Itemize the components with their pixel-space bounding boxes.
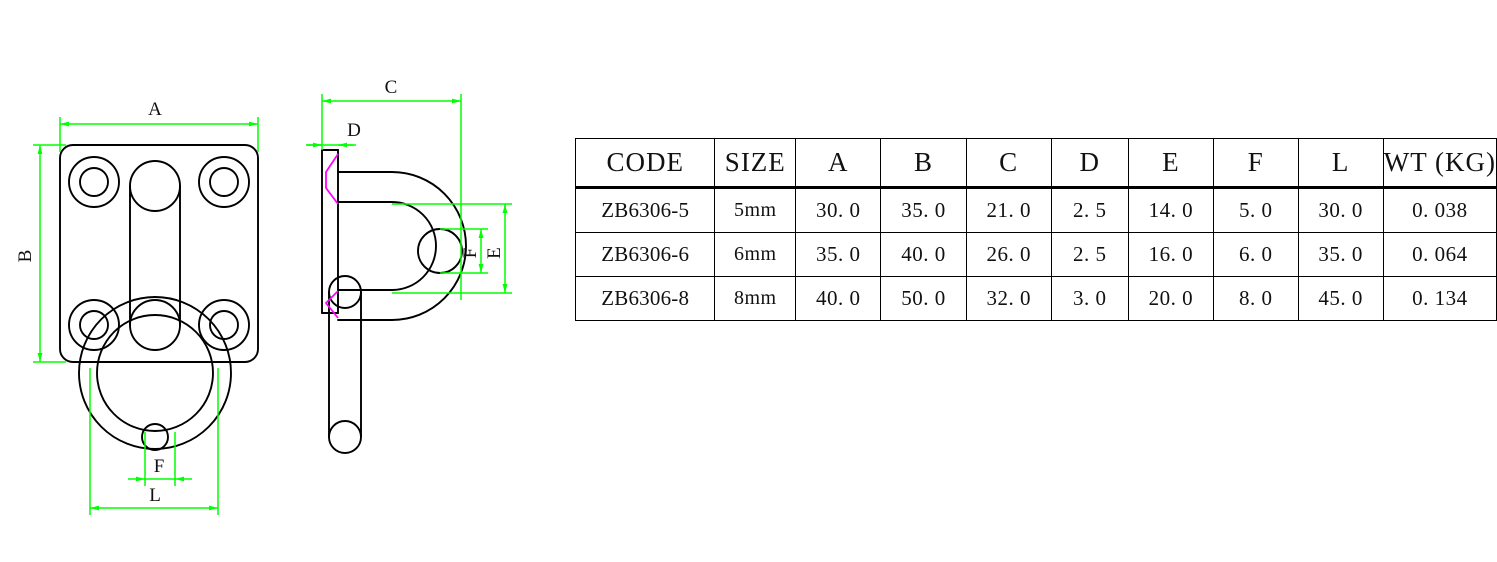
ring-outline — [78, 296, 232, 450]
dimension-label-F-front: F — [154, 456, 165, 477]
plate-outline — [59, 144, 259, 363]
cell-code: ZB6306-8 — [574, 276, 716, 321]
dimension-label-D: D — [347, 120, 361, 141]
dimension-A — [59, 117, 259, 152]
cell-code: ZB6306-6 — [574, 232, 716, 277]
weld-symbols — [325, 153, 339, 319]
column-header-d: D — [1050, 138, 1129, 189]
dimension-label-C: C — [385, 77, 398, 98]
cell-size: 6mm — [714, 232, 797, 277]
dimension-C — [321, 94, 462, 300]
specification-table-container: CODE SIZE A B C D E F L WT (KG) ZB6306-5… — [574, 138, 1497, 321]
ring-section-circle — [417, 228, 463, 274]
dimension-labels: A B F L C D E F — [15, 77, 505, 506]
column-header-size: SIZE — [714, 138, 797, 189]
cell-l: 35. 0 — [1297, 232, 1384, 277]
cell-a: 30. 0 — [795, 187, 882, 233]
cell-b: 40. 0 — [880, 232, 967, 277]
cell-c: 26. 0 — [965, 232, 1052, 277]
cell-d: 2. 5 — [1050, 187, 1129, 233]
cell-a: 40. 0 — [795, 276, 882, 321]
dimension-label-B: B — [15, 250, 36, 263]
dimension-lines — [33, 94, 512, 515]
cell-d: 2. 5 — [1050, 232, 1129, 277]
plate-edge — [321, 149, 339, 314]
dimension-label-L: L — [149, 485, 161, 506]
dimension-label-A: A — [148, 99, 162, 120]
cell-l: 45. 0 — [1297, 276, 1384, 321]
column-header-f: F — [1213, 138, 1299, 189]
front-view — [59, 144, 259, 451]
dimension-F-front — [128, 432, 192, 486]
cell-f: 5. 0 — [1213, 187, 1299, 233]
cell-size: 8mm — [714, 276, 797, 321]
side-view — [321, 149, 467, 454]
table-row: ZB6306-5 5mm 30. 0 35. 0 21. 0 2. 5 14. … — [574, 187, 1497, 233]
cell-e: 14. 0 — [1127, 187, 1215, 233]
dimension-B — [33, 144, 66, 363]
bolt-hole-bottom-left — [68, 299, 120, 351]
cell-weight: 0. 134 — [1382, 276, 1497, 321]
cell-f: 8. 0 — [1213, 276, 1299, 321]
cell-l: 30. 0 — [1297, 187, 1384, 233]
bolt-hole-top-right — [198, 156, 250, 208]
cell-b: 35. 0 — [880, 187, 967, 233]
weld-symbol-bottom — [325, 290, 339, 319]
weld-symbol-top — [325, 153, 339, 205]
bolt-hole-top-left — [68, 156, 120, 208]
column-header-a: A — [795, 138, 882, 189]
cell-size: 5mm — [714, 187, 797, 233]
cell-a: 35. 0 — [795, 232, 882, 277]
table-row: ZB6306-8 8mm 40. 0 50. 0 32. 0 3. 0 20. … — [574, 276, 1497, 321]
table-row: ZB6306-6 6mm 35. 0 40. 0 26. 0 2. 5 16. … — [574, 232, 1497, 277]
column-header-b: B — [880, 138, 967, 189]
dimension-label-F-side: F — [460, 248, 481, 259]
dimension-F-side — [440, 228, 488, 274]
ring-bar-side — [328, 275, 362, 454]
cell-c: 21. 0 — [965, 187, 1052, 233]
cell-b: 50. 0 — [880, 276, 967, 321]
column-header-l: L — [1297, 138, 1384, 189]
table-header-row: CODE SIZE A B C D E F L WT (KG) — [574, 138, 1497, 189]
cell-d: 3. 0 — [1050, 276, 1129, 321]
cell-f: 6. 0 — [1213, 232, 1299, 277]
shackle-bar — [129, 160, 181, 351]
column-header-c: C — [965, 138, 1052, 189]
dimension-L — [89, 368, 219, 515]
column-header-e: E — [1127, 138, 1215, 189]
dimension-label-E: E — [484, 247, 505, 259]
cell-c: 32. 0 — [965, 276, 1052, 321]
cell-e: 16. 0 — [1127, 232, 1215, 277]
engineering-drawing: A B F L C D E F — [15, 77, 512, 515]
column-header-weight: WT (KG) — [1382, 138, 1497, 189]
ring-bottom-circle — [141, 423, 169, 451]
cell-code: ZB6306-5 — [574, 187, 716, 233]
cell-weight: 0. 064 — [1382, 232, 1497, 277]
specification-table: CODE SIZE A B C D E F L WT (KG) ZB6306-5… — [574, 138, 1497, 321]
bracket-inner-arc — [337, 201, 437, 291]
column-header-code: CODE — [574, 138, 716, 189]
dimension-E — [392, 203, 512, 294]
bracket-outer-arc — [337, 171, 467, 321]
cell-e: 20. 0 — [1127, 276, 1215, 321]
cell-weight: 0. 038 — [1382, 187, 1497, 233]
